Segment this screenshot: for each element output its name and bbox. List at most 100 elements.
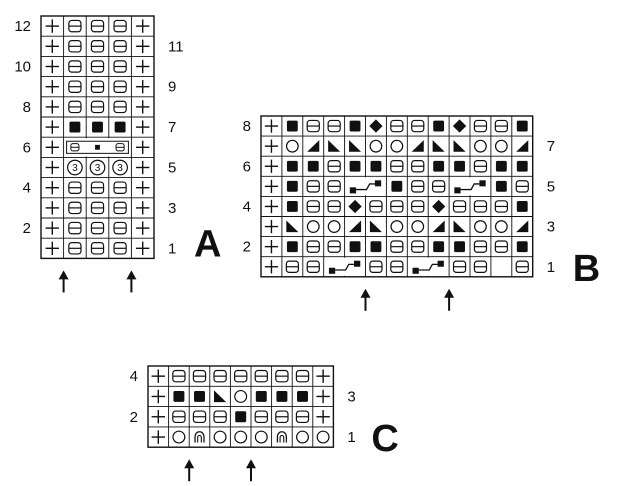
- chart-row-4: [45, 181, 150, 195]
- circle-stitch: [494, 220, 508, 233]
- filled-square-stitch: [297, 390, 308, 402]
- right-triangle-stitch: [411, 140, 424, 152]
- filled-square-stitch: [173, 390, 185, 402]
- bar-oval-stitch: [90, 100, 105, 114]
- filled-square-stitch: [433, 241, 445, 253]
- filled-square-stitch: [370, 160, 382, 172]
- bar-oval-stitch: [327, 160, 341, 173]
- plus-stitch: [45, 19, 59, 33]
- bar-oval-stitch: [234, 369, 248, 383]
- filled-diamond-stitch: [369, 119, 383, 133]
- plus-stitch: [316, 410, 330, 424]
- bar-oval-stitch: [515, 260, 529, 273]
- circle-stitch: [316, 430, 330, 444]
- plus-stitch: [45, 201, 59, 215]
- bar-oval-stitch: [473, 160, 488, 173]
- left-triangle-stitch: [432, 140, 445, 152]
- plus-stitch: [136, 140, 150, 154]
- repeat-arrow-icon: [184, 459, 195, 482]
- bar-oval-stitch: [494, 119, 508, 133]
- filled-square-stitch: [433, 160, 445, 172]
- filled-square-stitch: [69, 121, 81, 133]
- bar-oval-stitch: [411, 200, 425, 213]
- plus-stitch: [45, 140, 59, 154]
- circle-stitch: [234, 389, 248, 403]
- filled-square-stitch: [286, 201, 298, 212]
- bar-oval-stitch: [411, 240, 425, 253]
- chart-letter-c: C: [371, 418, 398, 460]
- bar-oval-stitch: [68, 100, 82, 114]
- bar-oval-stitch: [113, 221, 127, 235]
- left-triangle-stitch: [349, 140, 362, 152]
- bar-oval-stitch: [68, 60, 82, 73]
- row-number-7: 7: [168, 119, 176, 136]
- plus-stitch: [136, 100, 150, 114]
- row-number-10: 10: [14, 59, 31, 76]
- bar-oval-stitch: [306, 200, 320, 213]
- chart-row-2: [45, 221, 150, 235]
- row-number-11: 11: [168, 38, 184, 55]
- bar-oval-stitch: [192, 410, 207, 424]
- plus-stitch: [151, 410, 165, 424]
- chart-row-11: [45, 39, 150, 53]
- bar-oval-stitch: [113, 60, 127, 73]
- filled-square-stitch: [235, 411, 247, 423]
- circle-stitch: [474, 220, 487, 233]
- bar-oval-stitch: [390, 200, 404, 213]
- bar-oval-stitch: [295, 369, 310, 383]
- filled-square-stitch: [286, 180, 298, 192]
- filled-square-stitch: [495, 180, 507, 192]
- filled-square-stitch: [349, 241, 361, 253]
- filled-square-stitch: [286, 241, 298, 253]
- filled-square-stitch: [92, 121, 103, 133]
- plus-stitch: [136, 241, 150, 255]
- chart-letter-a: A: [194, 223, 221, 265]
- bar-oval-stitch: [172, 410, 186, 424]
- left-triangle-stitch: [453, 220, 466, 233]
- bar-oval-stitch: [90, 221, 105, 235]
- circled-number-label: 3: [95, 163, 101, 174]
- filled-diamond-stitch: [432, 199, 446, 214]
- bar-oval-stitch: [369, 260, 383, 273]
- plus-stitch: [264, 199, 279, 214]
- plus-stitch: [264, 159, 279, 173]
- plus-stitch: [45, 221, 59, 235]
- bar-oval-stitch: [306, 240, 320, 253]
- plus-stitch: [151, 389, 165, 404]
- circle-stitch: [172, 430, 186, 444]
- left-triangle-stitch: [328, 140, 341, 152]
- repeat-arrow-icon: [246, 459, 256, 482]
- plus-stitch: [45, 241, 59, 255]
- circle-stitch: [390, 139, 404, 153]
- circled-three-stitch: 3: [89, 159, 106, 176]
- left-triangle-stitch: [453, 140, 466, 152]
- bar-oval-stitch: [306, 260, 320, 273]
- filled-square-stitch: [194, 390, 205, 402]
- bar-oval-stitch: [68, 80, 82, 93]
- circle-stitch: [296, 430, 309, 444]
- bar-oval-stitch: [113, 40, 127, 53]
- circle-stitch: [494, 139, 508, 153]
- row-number-4: 4: [243, 198, 251, 215]
- band-stitch: [64, 138, 131, 157]
- bar-oval-stitch: [411, 119, 425, 133]
- twisted-cable-stitch: [408, 257, 449, 276]
- row-number-8: 8: [243, 118, 251, 135]
- bar-oval-stitch: [213, 410, 227, 424]
- row-number-3: 3: [347, 388, 355, 405]
- chart-row-6: [264, 159, 528, 173]
- bar-oval-stitch: [68, 221, 82, 235]
- twisted-cable-stitch: [450, 177, 490, 196]
- bar-oval-stitch: [113, 242, 127, 255]
- filled-square-stitch: [286, 120, 298, 132]
- plus-stitch: [151, 430, 165, 444]
- circle-stitch: [213, 430, 227, 444]
- bar-oval-stitch: [452, 260, 467, 273]
- circled-number-label: 3: [72, 163, 78, 174]
- plus-stitch: [45, 59, 59, 74]
- bar-oval-stitch: [275, 369, 289, 383]
- bar-oval-stitch: [68, 181, 82, 194]
- bar-oval-stitch: [68, 242, 82, 255]
- filled-square-stitch: [276, 390, 288, 402]
